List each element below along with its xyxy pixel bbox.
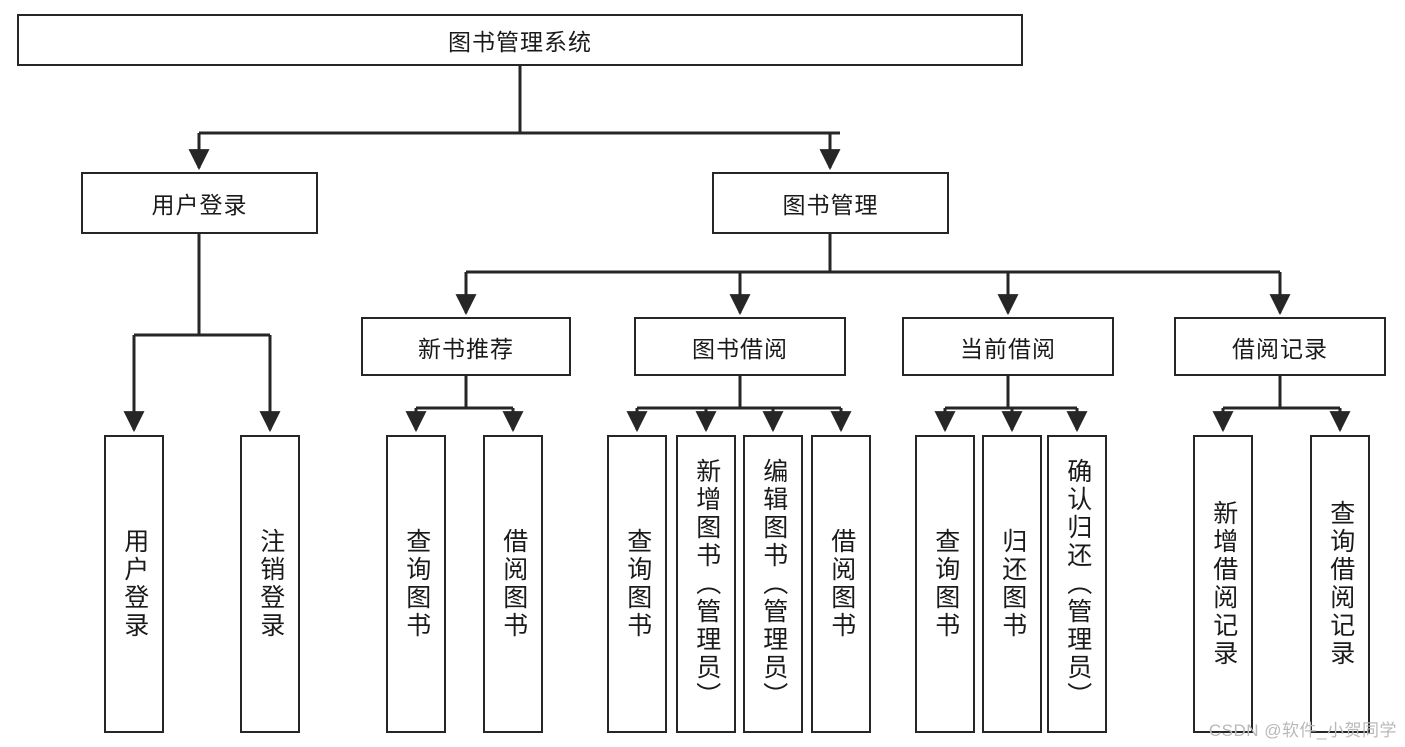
- node-leaf-query-book-borrow[interactable]: 查询图书: [607, 435, 667, 733]
- node-label: 查询图书: [402, 528, 431, 640]
- node-leaf-query-book-recommend[interactable]: 查询图书: [386, 435, 446, 733]
- node-leaf-edit-book-admin[interactable]: 编辑图书（管理员）: [743, 435, 803, 733]
- node-label: 确认归还（管理员）: [1063, 458, 1092, 710]
- node-label: 归还图书: [998, 528, 1027, 640]
- node-leaf-query-book-current[interactable]: 查询图书: [915, 435, 975, 733]
- csdn-watermark: CSDN @软件_小贺同学: [1208, 721, 1397, 740]
- node-label: 当前借阅: [960, 335, 1056, 362]
- node-leaf-add-book-admin[interactable]: 新增图书（管理员）: [676, 435, 736, 733]
- node-label: 新书推荐: [418, 335, 514, 362]
- node-current-borrow[interactable]: 当前借阅: [902, 317, 1114, 376]
- node-label: 用户登录: [151, 192, 248, 218]
- node-leaf-return-book[interactable]: 归还图书: [982, 435, 1042, 733]
- node-user-login[interactable]: 用户登录: [81, 172, 318, 234]
- node-label: 注销登录: [256, 528, 285, 640]
- node-label: 借阅图书: [499, 528, 528, 640]
- node-leaf-add-borrow-record[interactable]: 新增借阅记录: [1193, 435, 1253, 733]
- node-label: 图书管理: [782, 192, 879, 218]
- node-leaf-user-login[interactable]: 用户登录: [104, 435, 164, 733]
- node-label: 查询图书: [931, 528, 960, 640]
- node-leaf-logout[interactable]: 注销登录: [240, 435, 300, 733]
- node-leaf-borrow-book[interactable]: 借阅图书: [811, 435, 871, 733]
- node-label: 编辑图书（管理员）: [759, 458, 788, 710]
- node-label: 查询图书: [623, 528, 652, 640]
- node-label: 借阅图书: [827, 528, 856, 640]
- node-leaf-confirm-return-admin[interactable]: 确认归还（管理员）: [1047, 435, 1107, 733]
- node-label: 查询借阅记录: [1326, 500, 1355, 668]
- node-leaf-borrow-book-recommend[interactable]: 借阅图书: [483, 435, 543, 733]
- node-label: 新增图书（管理员）: [692, 458, 721, 710]
- node-label: 用户登录: [120, 528, 149, 640]
- node-borrow-record[interactable]: 借阅记录: [1174, 317, 1386, 376]
- node-leaf-query-borrow-record[interactable]: 查询借阅记录: [1310, 435, 1370, 733]
- node-label: 新增借阅记录: [1209, 500, 1238, 668]
- node-label: 借阅记录: [1232, 335, 1328, 362]
- node-book-management[interactable]: 图书管理: [712, 172, 949, 234]
- node-label: 图书借阅: [692, 335, 788, 362]
- node-new-book-recommend[interactable]: 新书推荐: [361, 317, 571, 376]
- node-book-borrow[interactable]: 图书借阅: [634, 317, 846, 376]
- node-root-book-management-system[interactable]: 图书管理系统: [17, 14, 1023, 66]
- node-label: 图书管理系统: [448, 29, 592, 55]
